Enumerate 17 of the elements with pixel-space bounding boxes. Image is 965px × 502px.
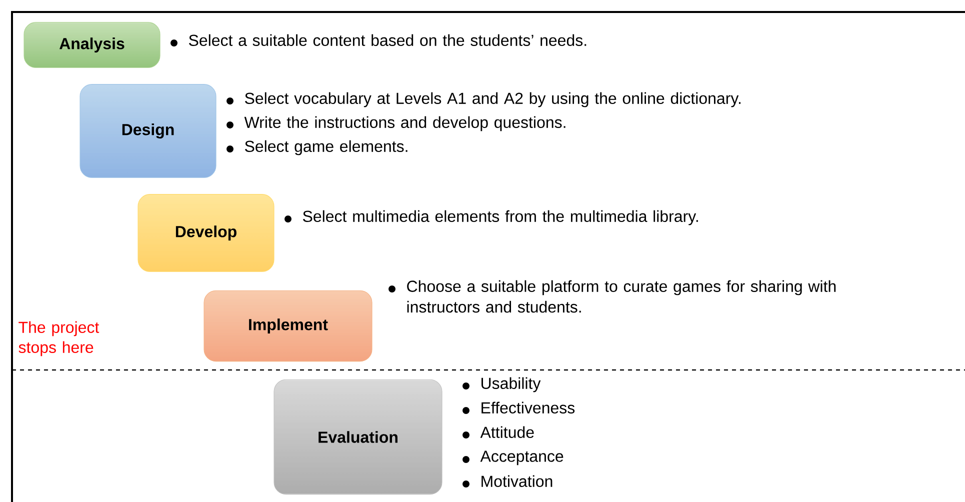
bullet-text: Attitude [480, 426, 534, 438]
stage-box: Design [80, 84, 216, 178]
stage-box: Analysis [24, 22, 160, 68]
stage-box: Develop [138, 194, 274, 272]
bullet-text: Write the instructions and develop questions. [244, 116, 566, 132]
bullet-text: Effectiveness [482, 402, 575, 414]
note-text: The project stops here [18, 321, 100, 356]
bullet-text: Select game elements. [245, 140, 408, 156]
bullet-text: Choose a suitable platform to curate games for sharing with instructors and students. [407, 280, 836, 313]
stage-box: Evaluation [274, 379, 442, 495]
bullet-text: Acceptance [480, 450, 564, 466]
bullet-text: Motivation [482, 475, 552, 487]
bullet-text: Select vocabulary at Levels A1 and A2 by using the online dictionary. [245, 92, 740, 108]
bullet-text: Usability [482, 377, 541, 392]
bullet-text: Select multimedia elements from the multimedia library. [303, 210, 698, 226]
bullet-text: Select a suitable content based on the students’ needs. [189, 34, 586, 46]
stage-box: Implement [204, 290, 372, 362]
